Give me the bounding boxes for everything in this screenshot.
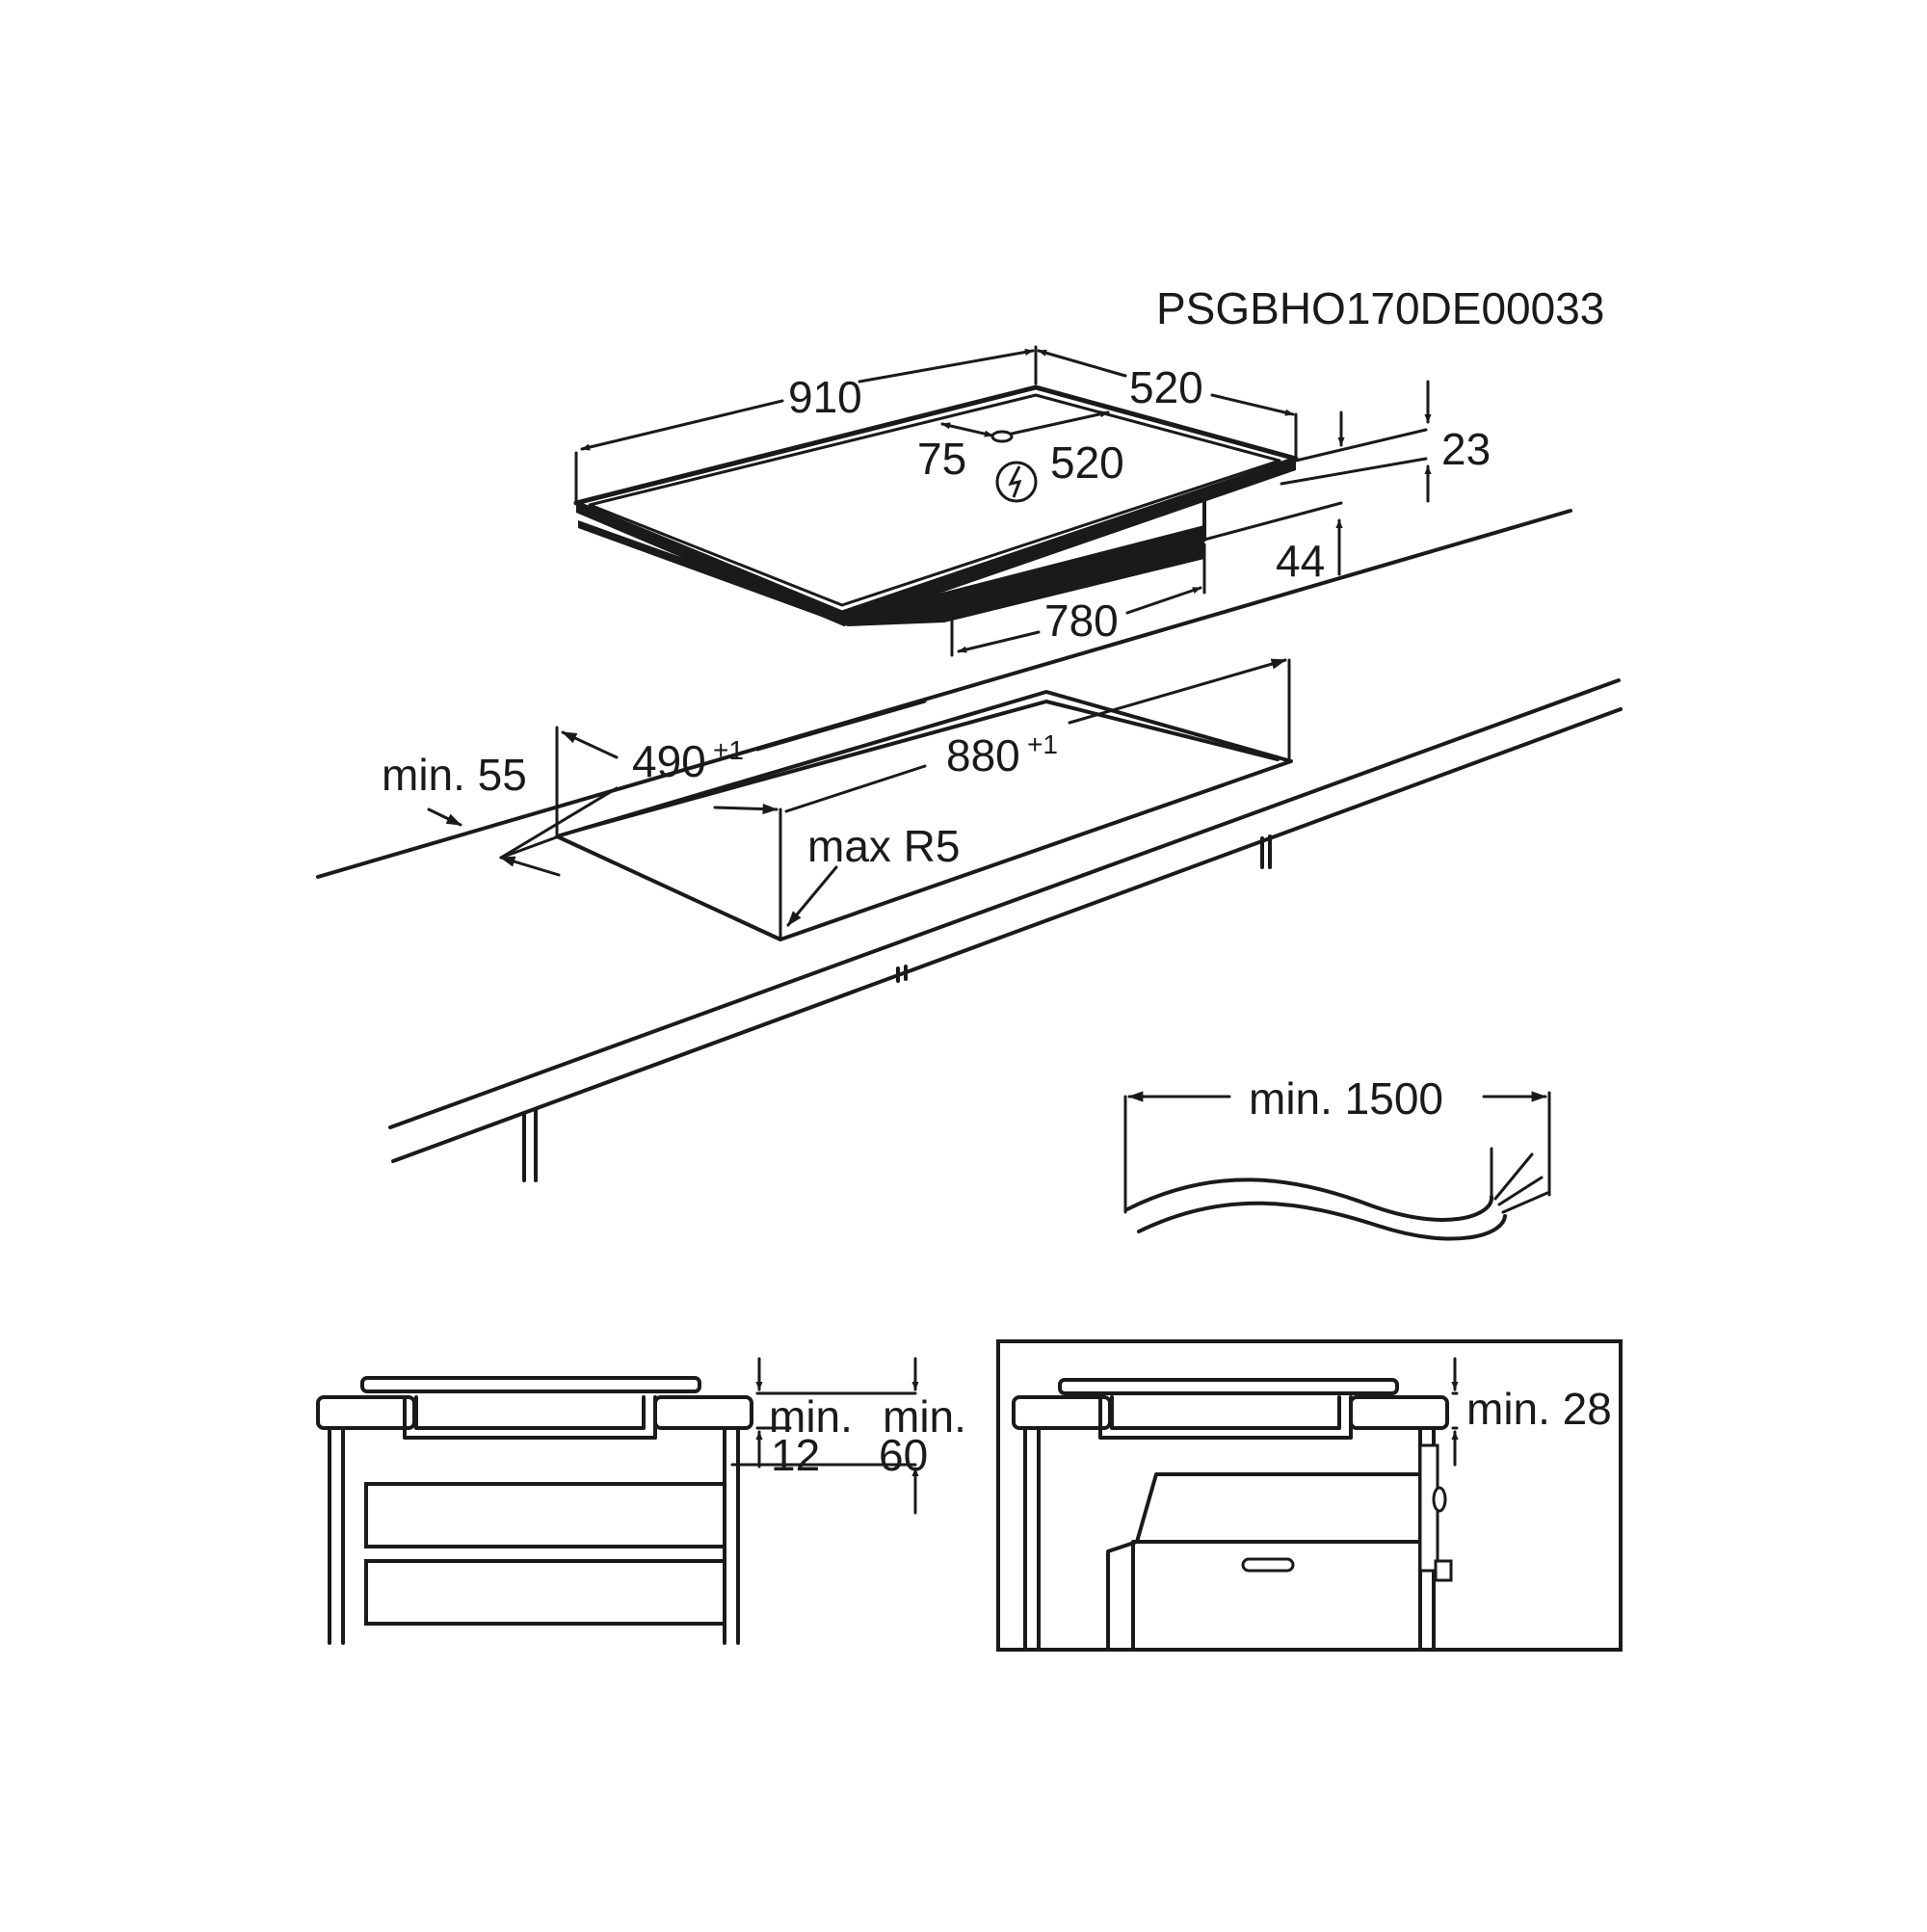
cutout-width-label: 880 <box>946 730 1020 781</box>
section-right-illustration <box>996 1339 1623 1652</box>
hob-width-label: 910 <box>788 372 862 422</box>
min-label-b: min. <box>883 1391 966 1442</box>
value-a-label: 12 <box>771 1430 820 1480</box>
cable-offset-label: 75 <box>917 434 966 484</box>
cutout-dimensions <box>427 658 1291 941</box>
min-label-a: min. <box>769 1391 853 1442</box>
hob-depth-label: 520 <box>1129 362 1203 412</box>
body-width-label: 780 <box>1044 595 1119 646</box>
gap-label: min. 28 <box>1466 1384 1612 1434</box>
cutout-width-tolerance: +1 <box>1027 729 1058 759</box>
value-b-label: 60 <box>879 1430 928 1480</box>
body-height-label: 44 <box>1276 536 1325 586</box>
glass-thickness-label: 23 <box>1441 424 1491 474</box>
worktop-illustration <box>316 509 1623 1182</box>
cutout-depth-label: 490 <box>632 736 706 786</box>
electric-connection-icon <box>995 461 1038 503</box>
section-left-illustration <box>316 1357 919 1645</box>
cutout-depth-tolerance: +1 <box>713 735 744 765</box>
hob-dimensions <box>574 345 1432 657</box>
product-code: PSGBHO170DE00033 <box>1156 283 1604 333</box>
radius-label: max R5 <box>807 821 960 871</box>
cable-length-label: min. 1500 <box>1249 1073 1443 1124</box>
edge-min-label: min. 55 <box>382 750 527 800</box>
cable-illustration <box>1123 1091 1551 1241</box>
cable-depth-label: 520 <box>1050 437 1124 488</box>
hob-illustration <box>573 384 1299 626</box>
